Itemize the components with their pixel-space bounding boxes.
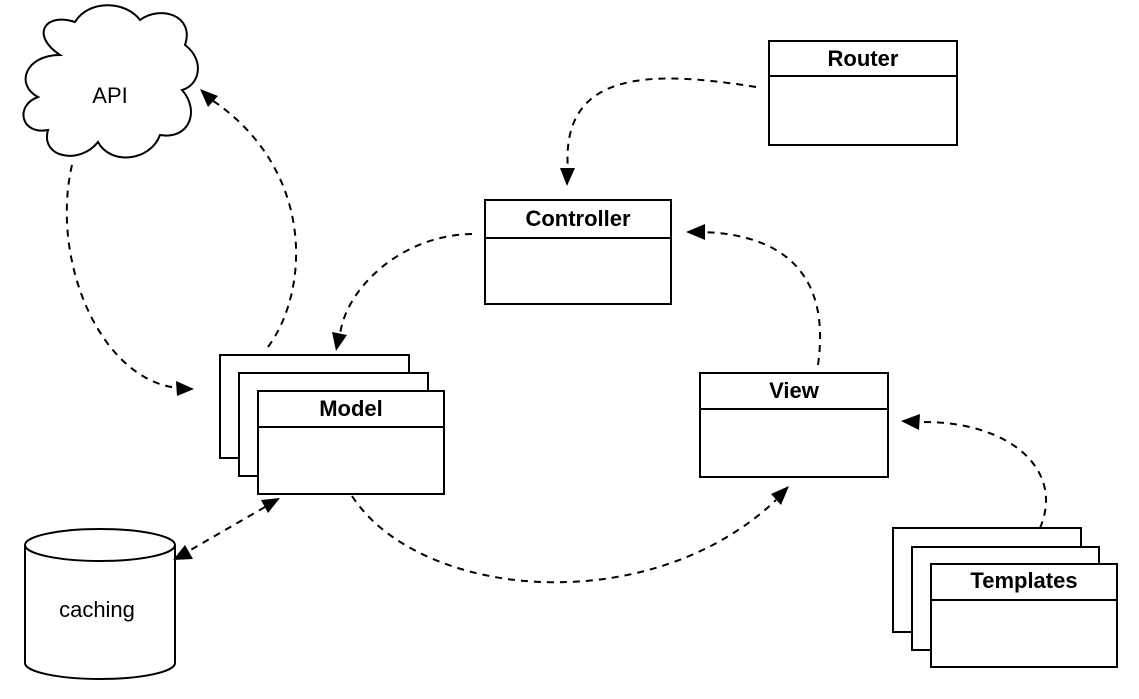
edge-templates-to-view: [917, 420, 1047, 529]
arrowhead-to-caching: [173, 545, 193, 560]
edge-view-to-controller: [702, 231, 822, 366]
edge-model-caching: [186, 506, 266, 553]
arrowhead-api-to-model: [176, 381, 194, 396]
controller-box: [484, 199, 672, 305]
router-title: Router: [828, 46, 899, 71]
caching-cylinder-top: [24, 528, 176, 562]
templates-title: Templates: [970, 568, 1077, 593]
templates-node: Templates: [892, 527, 1118, 668]
api-label: API: [92, 83, 127, 108]
view-box: [699, 372, 889, 478]
edge-controller-to-model: [339, 233, 473, 336]
router-box: [768, 40, 958, 146]
view-title: View: [769, 378, 820, 403]
controller-node: Controller: [484, 199, 672, 305]
controller-title: Controller: [525, 206, 631, 231]
templates-box: [930, 563, 1118, 668]
caching-cylinder-body: [24, 545, 176, 680]
arrowhead-model-to-view: [771, 486, 789, 505]
api-cloud-shape: [22, 4, 199, 159]
model-node: Model: [219, 354, 445, 495]
model-box: [257, 390, 445, 495]
arrowhead-controller-to-model: [332, 332, 347, 351]
arrowhead-to-model: [261, 498, 280, 513]
router-node: Router: [768, 40, 958, 146]
arrowhead-templates-to-view: [901, 414, 920, 430]
caching-label: caching: [59, 597, 135, 622]
edge-model-to-view: [351, 495, 777, 584]
api-node: API: [22, 4, 199, 159]
edges: [65, 77, 1047, 584]
model-title: Model: [319, 396, 383, 421]
caching-node: caching: [24, 528, 176, 680]
arrowhead-router-to-controller: [560, 168, 575, 186]
edge-router-to-controller: [566, 77, 757, 171]
arrowhead-view-to-controller: [686, 224, 705, 240]
arrowhead-model-to-api: [200, 89, 218, 107]
view-node: View: [699, 372, 889, 478]
edge-api-to-model: [65, 164, 179, 389]
edge-model-to-api: [211, 99, 298, 348]
